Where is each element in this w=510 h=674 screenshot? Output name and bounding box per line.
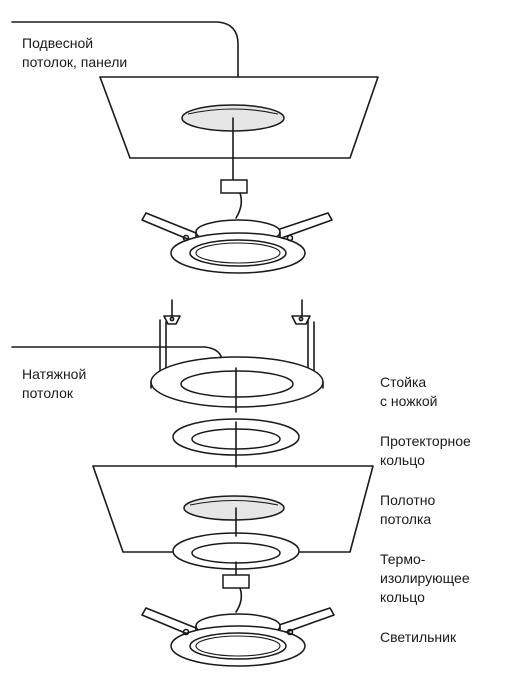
spring-clip-right bbox=[269, 607, 335, 636]
label-line: потолок, панели bbox=[22, 54, 128, 70]
label-stand: Стойка с ножкой bbox=[380, 373, 438, 411]
label-line: Протекторное bbox=[380, 433, 471, 449]
label-stretch-ceiling: Натяжной потолок bbox=[22, 365, 86, 403]
label-canvas: Полотно потолка bbox=[380, 491, 435, 529]
spring-clip-left bbox=[141, 607, 197, 636]
stand-with-legs bbox=[150, 299, 324, 408]
spring-clip-right bbox=[267, 212, 333, 241]
label-line: Светильник bbox=[380, 629, 457, 645]
spring-clip-left bbox=[141, 212, 197, 241]
fixture-lead-top bbox=[235, 192, 243, 219]
label-line: Полотно bbox=[380, 492, 436, 508]
light-fixture-bottom bbox=[141, 607, 335, 667]
light-fixture-top bbox=[141, 212, 333, 274]
label-suspended-ceiling: Подвесной потолок, панели bbox=[22, 34, 127, 72]
connector-block-top bbox=[220, 179, 248, 194]
ceiling-panel-top bbox=[99, 76, 379, 159]
label-line: потолок bbox=[22, 385, 74, 401]
label-line: потолка bbox=[380, 511, 432, 527]
label-line: Натяжной bbox=[22, 366, 87, 382]
label-line: кольцо bbox=[380, 589, 425, 605]
supply-wire-bottom bbox=[11, 346, 223, 363]
supply-wire-top bbox=[11, 21, 239, 79]
label-protector-ring: Протекторное кольцо bbox=[380, 432, 471, 470]
fixture-lead-bottom bbox=[235, 587, 243, 613]
ceiling-canvas bbox=[92, 465, 374, 553]
label-line: Термо- bbox=[380, 551, 426, 567]
label-fixture: Светильник bbox=[380, 628, 456, 647]
label-line: Стойка bbox=[380, 374, 427, 390]
label-line: изолирующее bbox=[380, 570, 470, 586]
label-line: кольцо bbox=[380, 452, 425, 468]
canvas-hole bbox=[183, 495, 285, 521]
label-thermo-ring: Термо- изолирующее кольцо bbox=[380, 550, 470, 607]
thermo-insulating-ring bbox=[172, 532, 300, 570]
label-line: Подвесной bbox=[22, 35, 94, 51]
connector-block-bottom bbox=[222, 574, 250, 589]
label-line: с ножкой bbox=[380, 393, 438, 409]
